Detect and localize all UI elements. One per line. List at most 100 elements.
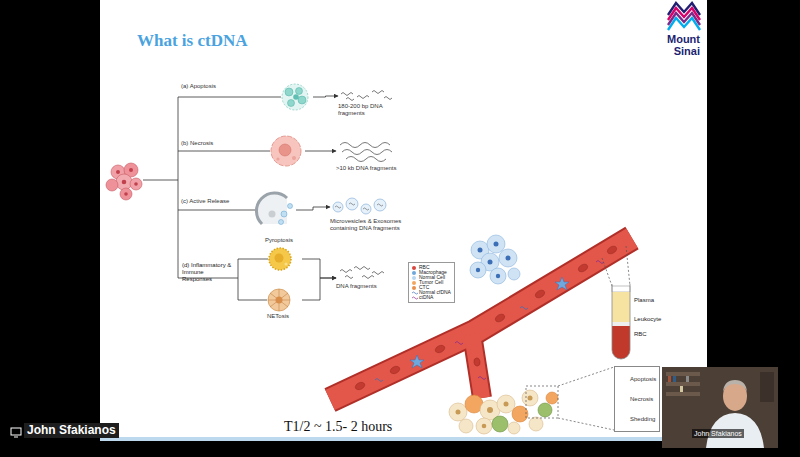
- macrophages: [555, 277, 569, 290]
- tumor-mass: [522, 390, 538, 406]
- red-blood-cells: [354, 381, 366, 391]
- cell-death-node: (c) Active Release: [181, 198, 296, 224]
- test-tube: [612, 284, 630, 359]
- tumor-cluster: [124, 192, 128, 196]
- netosis-cell: [276, 297, 283, 304]
- active-release-cell: [279, 220, 284, 225]
- apoptosis-cell: [288, 100, 295, 107]
- red-blood-cells: [577, 263, 589, 274]
- legend-row: Tumor Cell: [412, 280, 451, 285]
- tumor-mass: [512, 406, 528, 422]
- tube-label: Plasma: [634, 297, 654, 304]
- microvesicles: [335, 203, 383, 210]
- dna-fragments: [345, 276, 353, 279]
- fragment-node: 180-200 bp DNA fragments: [338, 88, 402, 119]
- zoom-callout: [526, 386, 558, 418]
- dna-fragments: [372, 91, 384, 94]
- netosis-cell: [268, 289, 290, 311]
- legend-line-sample: [412, 297, 418, 299]
- necrosis-cell: [292, 156, 296, 160]
- blood-vessel: [330, 238, 632, 400]
- logo-mark: [668, 3, 700, 15]
- blood-vessel: [472, 334, 482, 398]
- active-release-cell: [256, 193, 287, 224]
- logo-mark: [668, 3, 700, 30]
- dna-in-blood: [478, 377, 486, 380]
- webcam-tile: [662, 367, 778, 448]
- macrophages: [410, 277, 569, 368]
- fragment-node: DNA fragments: [336, 264, 396, 292]
- test-tube: [612, 284, 630, 359]
- dna-fragments: [340, 270, 352, 273]
- connector-arrow: [296, 207, 330, 210]
- webcam-tile: [723, 381, 747, 411]
- half-life-note: T1/2 ~ 1.5- 2 hours: [284, 419, 392, 435]
- slide-background: [100, 0, 707, 441]
- dna-in-blood: [520, 307, 528, 310]
- normal-cell-cluster: [508, 268, 520, 280]
- connector-arrow: [302, 259, 336, 278]
- tumor-mass: [508, 422, 520, 434]
- connector-arrow: [305, 151, 336, 152]
- legend-box: RBCMacrophageNormal CellTumor CellCTCNor…: [408, 262, 455, 303]
- blood-vessel: [330, 238, 632, 400]
- screen-share-icon: [11, 428, 21, 437]
- netosis-cell: [268, 289, 290, 311]
- dna-in-blood: [596, 261, 604, 264]
- cell-death-node: NETosis: [256, 286, 302, 322]
- pyroptosis-cell: [285, 263, 288, 266]
- dna-in-blood: [375, 379, 383, 382]
- red-blood-cells: [534, 289, 546, 300]
- red-blood-cells: [354, 245, 618, 391]
- legend-line-sample: [412, 291, 418, 295]
- pyroptosis-cell: [269, 248, 291, 270]
- legend-label: ctDNA: [419, 295, 433, 300]
- active-release-cell: [256, 193, 287, 224]
- microvesicles: [333, 198, 386, 214]
- blood-vessel: [330, 238, 632, 400]
- tumor-cluster: [130, 178, 142, 190]
- cell-death-node: (a) Apoptosis: [181, 83, 313, 111]
- active-release-cell: [281, 211, 287, 217]
- node-label: 180-200 bp DNA fragments: [338, 103, 400, 117]
- slide-title: What is ctDNA: [137, 31, 248, 51]
- legend-swatch: [412, 271, 416, 275]
- test-tube: [612, 292, 630, 322]
- tumor-cluster: [106, 179, 118, 191]
- zoom-callout: [602, 246, 630, 286]
- dna-fragments: [341, 93, 353, 96]
- logo-text: Mount Sinai: [638, 33, 700, 57]
- tumor-cluster: [134, 182, 138, 186]
- webcam-tile: [666, 372, 700, 376]
- red-blood-cells: [389, 365, 401, 375]
- necrosis-cell: [271, 136, 301, 166]
- dna-fragments: [346, 98, 354, 101]
- inset-item-label: Apoptosis: [630, 369, 657, 389]
- active-release-cell: [288, 204, 293, 209]
- macrophages: [410, 355, 424, 368]
- normal-cell-cluster: [488, 260, 493, 265]
- apoptosis-cell: [282, 84, 308, 110]
- speaker-name: John Sfakianos: [24, 423, 119, 438]
- webcam-tile: [666, 382, 700, 386]
- dna-fragments: [354, 267, 370, 270]
- tumor-mass: [449, 390, 558, 434]
- tumor-mass: [492, 416, 508, 432]
- legend-swatch: [412, 281, 416, 285]
- inset-item-label: Necrosis: [630, 389, 657, 409]
- webcam-tile: [760, 372, 774, 402]
- tumor-mass: [482, 424, 487, 429]
- normal-cell-cluster: [470, 235, 520, 284]
- tumor-mass: [497, 395, 515, 413]
- dna-in-blood: [375, 261, 604, 382]
- tumor-mass: [546, 392, 558, 404]
- necrosis-cell: [279, 144, 291, 156]
- dna-fragments: [340, 143, 390, 148]
- dna-fragments: [346, 157, 386, 162]
- normal-cell-cluster: [490, 268, 506, 284]
- node-label: Microvesicles & Exosomes containing DNA …: [330, 218, 418, 232]
- dna-fragments: [342, 150, 392, 155]
- dna-fragments: [384, 97, 392, 100]
- tumor-cluster: [106, 163, 142, 200]
